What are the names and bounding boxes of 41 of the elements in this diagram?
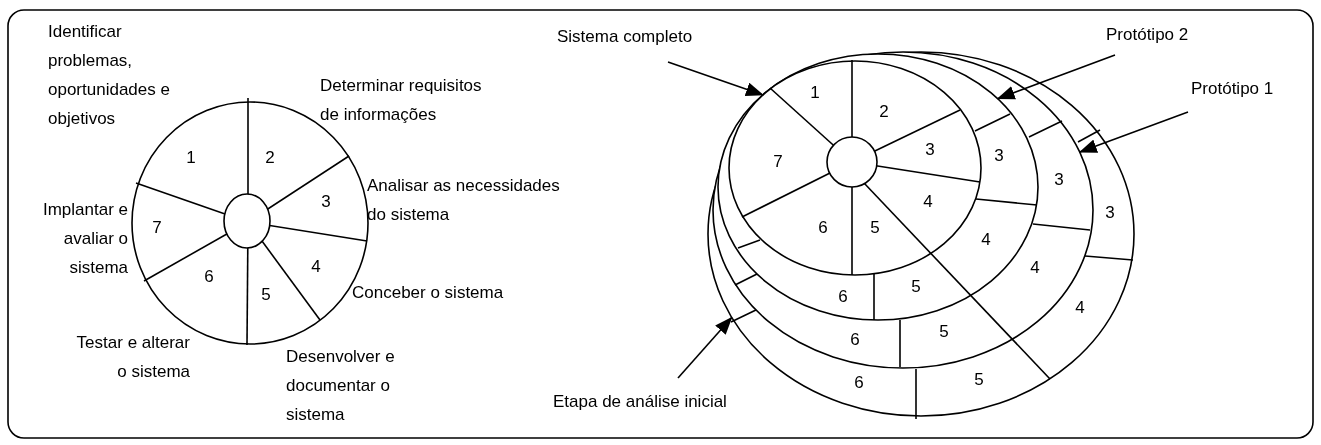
segment-number: 5 [938, 322, 950, 342]
segment-number: 1 [809, 83, 821, 103]
leader-arrow [1078, 111, 1189, 153]
leader-text: Protótipo 2 [1106, 20, 1189, 49]
leader-arrow [677, 316, 733, 379]
stage-label: Desenvolver e documentar o sistema [286, 346, 396, 426]
leader-text: Sistema completo [557, 22, 693, 51]
stage-label: Identificar problemas, oportunidades e objetivos [48, 21, 171, 130]
segment-number: 6 [837, 287, 849, 307]
leader-arrow [996, 54, 1116, 100]
segment-number: 4 [1029, 258, 1041, 278]
segment-number: 7 [772, 152, 784, 172]
stage-label: Determinar requisitos de informações [320, 75, 483, 126]
segment-number: 5 [973, 370, 985, 390]
leader-text: Etapa de análise inicial [553, 387, 727, 416]
segment-number: 1 [185, 148, 197, 168]
segment-number: 4 [310, 257, 322, 277]
segment-number: 3 [993, 146, 1005, 166]
segment-number: 4 [922, 192, 934, 212]
segment-number: 6 [853, 373, 865, 393]
segment-number: 7 [151, 218, 163, 238]
segment-number: 2 [878, 102, 890, 122]
segment-number: 6 [849, 330, 861, 350]
segment-number: 3 [924, 140, 936, 160]
segment-number: 6 [203, 267, 215, 287]
stage-label: Conceber o sistema [352, 282, 505, 304]
stage-label: Analisar as necessidades do sistema [367, 175, 561, 226]
stage-label: Testar e alterar o sistema [75, 332, 190, 383]
segment-number: 2 [264, 148, 276, 168]
leader-arrow [667, 61, 764, 96]
leader-text: Protótipo 1 [1191, 74, 1274, 103]
segment-number: 4 [1074, 298, 1086, 318]
segment-number: 5 [869, 218, 881, 238]
stage-label: Implantar e avaliar o sistema [41, 199, 128, 279]
segment-number: 4 [980, 230, 992, 250]
segment-number: 6 [817, 218, 829, 238]
segment-number: 5 [910, 277, 922, 297]
segment-number: 5 [260, 285, 272, 305]
segment-number: 3 [1104, 203, 1116, 223]
segment-number: 3 [1053, 170, 1065, 190]
segment-number: 3 [320, 192, 332, 212]
